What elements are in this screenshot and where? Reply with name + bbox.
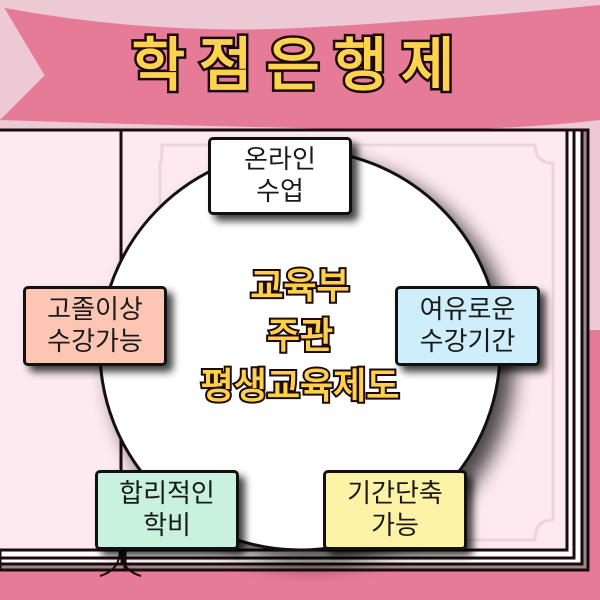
center-heading: 교육부 주관 평생교육제도	[190, 262, 410, 412]
card-online-class: 온라인 수업	[208, 137, 352, 215]
center-line-3: 평생교육제도	[199, 364, 402, 409]
card-line: 수업	[256, 177, 304, 207]
card-reasonable-fee: 합리적인 학비	[95, 470, 239, 550]
card-line: 온라인	[244, 145, 316, 175]
card-line: 여유로운	[419, 295, 516, 325]
center-line-1: 교육부	[248, 264, 351, 309]
card-line: 가능	[371, 511, 419, 541]
card-line: 합리적인	[119, 479, 215, 509]
card-line: 학비	[143, 511, 191, 541]
card-line: 기간단축	[347, 479, 443, 509]
card-high-school-eligible: 고졸이상 수강가능	[23, 286, 167, 366]
card-flexible-period: 여유로운 수강기간	[395, 286, 540, 366]
page-title: 학점은행제	[129, 29, 469, 102]
card-shorten-period: 기간단축 가능	[323, 470, 467, 550]
center-line-2: 주관	[265, 314, 335, 359]
card-line: 고졸이상	[47, 295, 143, 325]
card-line: 수강기간	[419, 327, 516, 357]
card-line: 수강가능	[47, 327, 143, 357]
